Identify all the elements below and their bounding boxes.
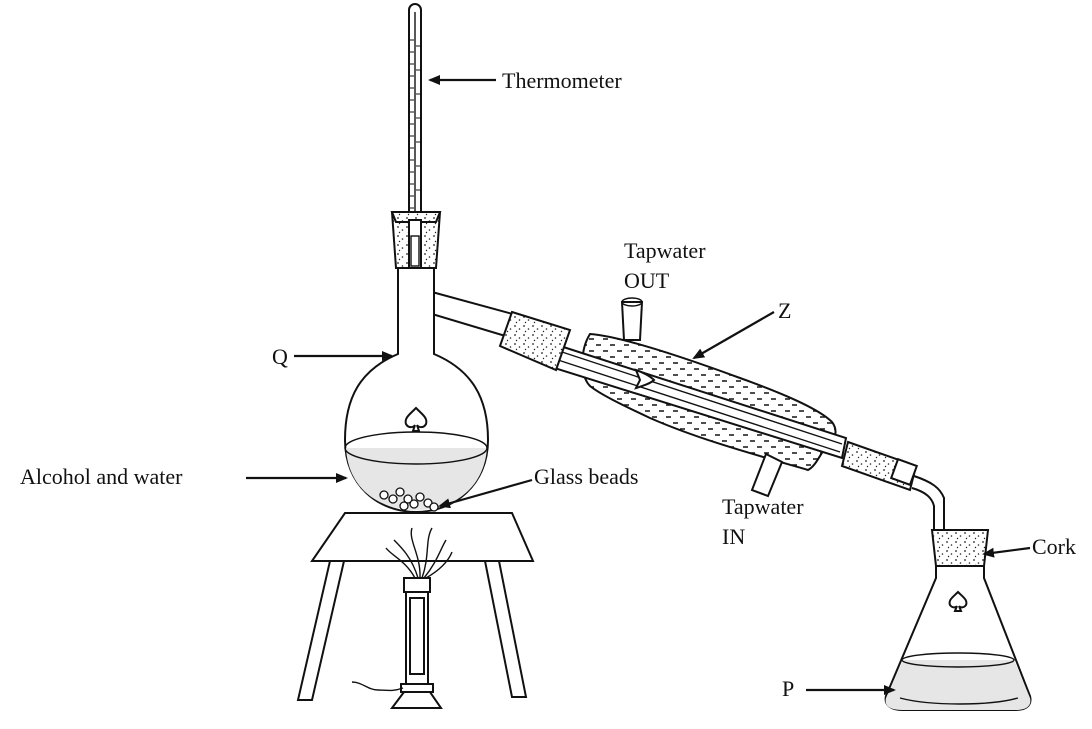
- label-alcohol-and-water: Alcohol and water: [20, 464, 183, 489]
- burner-collar: [403, 577, 431, 593]
- label-tapwater-out-line1: Tapwater: [624, 238, 706, 263]
- label-tapwater-in-line1: Tapwater: [722, 494, 804, 519]
- burner-neck: [400, 683, 434, 693]
- spade-icon: [404, 406, 428, 432]
- label-p-group: P: [782, 676, 896, 701]
- spade-icon: [634, 368, 656, 390]
- bunsen-burner-icon: [351, 527, 453, 709]
- label-z-group: Z: [692, 298, 791, 359]
- label-p: P: [782, 676, 794, 701]
- label-tapwater-in-group: Tapwater IN: [722, 494, 804, 549]
- condenser-inner-tube: [546, 342, 848, 460]
- label-q: Q: [272, 344, 288, 369]
- cork: [930, 529, 990, 567]
- tripod-leg-left: [296, 560, 346, 701]
- label-z: Z: [778, 298, 791, 323]
- label-tapwater-out-group: Tapwater OUT: [624, 238, 706, 293]
- burner-flame: [385, 527, 453, 579]
- label-thermometer: Thermometer: [502, 68, 622, 93]
- conical-flask-liquid: [885, 660, 1031, 710]
- label-cork: Cork: [1032, 534, 1076, 559]
- gas-tube: [351, 681, 404, 692]
- glass-beads: [379, 487, 439, 512]
- condenser-joint: [498, 310, 572, 372]
- water-inlet-spout: [750, 452, 784, 498]
- tripod-top-plate: [310, 512, 535, 562]
- label-q-group: Q: [272, 344, 394, 369]
- label-tapwater-out-line2: OUT: [624, 268, 670, 293]
- burner-base: [390, 691, 443, 709]
- water-outlet-spout: [620, 301, 644, 341]
- label-alcohol-water-group: Alcohol and water: [20, 464, 348, 489]
- label-glass-beads: Glass beads: [534, 464, 638, 489]
- burner-air-hole: [409, 597, 425, 675]
- conical-flask: [884, 529, 1032, 711]
- tripod-stand: [296, 512, 535, 701]
- label-thermometer-group: Thermometer: [428, 68, 622, 93]
- label-tapwater-in-line2: IN: [722, 524, 745, 549]
- tripod-leg-right: [483, 560, 528, 698]
- label-glass-beads-group: Glass beads: [438, 464, 638, 509]
- distillation-flask: [343, 211, 522, 514]
- label-cork-group: Cork: [982, 534, 1076, 559]
- liebig-condenser: [498, 297, 945, 540]
- delivery-tube: [911, 475, 945, 540]
- spade-icon: [948, 590, 968, 612]
